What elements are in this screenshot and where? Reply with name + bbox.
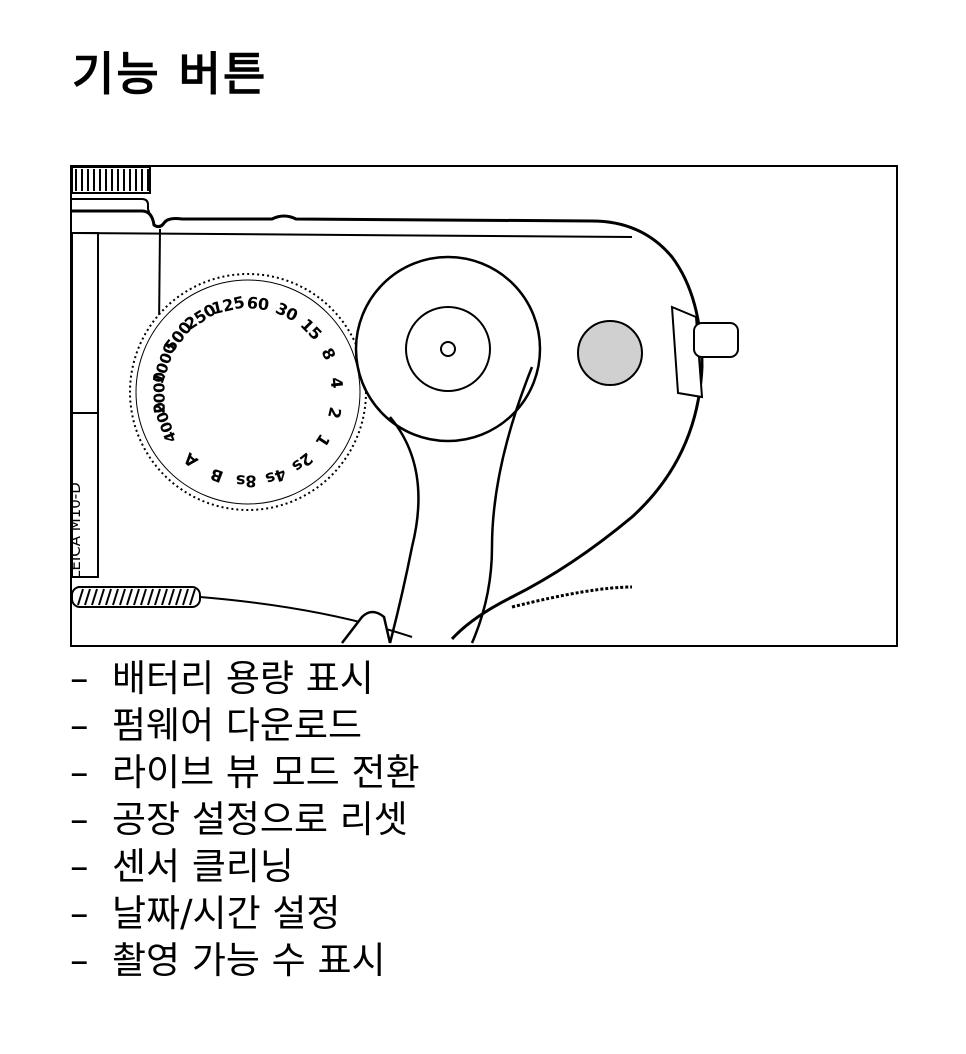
function-button <box>577 320 643 386</box>
list-item: –라이브 뷰 모드 전환 <box>70 749 420 796</box>
dial-label: 2000 <box>150 372 168 414</box>
side-label: LEICA M10-D <box>72 482 84 579</box>
list-item-text: 날짜/시간 설정 <box>112 892 341 935</box>
bullet-dash: – <box>70 939 89 982</box>
dial-label: 2 <box>324 405 345 420</box>
list-item-text: 센서 클리닝 <box>112 845 294 888</box>
strip-ridge <box>119 588 126 606</box>
knurled-knob <box>72 167 151 216</box>
strip-ridge <box>126 588 133 606</box>
bullet-dash: – <box>70 798 89 841</box>
list-item: –촬영 가능 수 표시 <box>70 937 420 984</box>
thumb-support <box>341 255 542 644</box>
dial-label: 8s <box>236 471 257 490</box>
strip-ridge <box>98 588 105 606</box>
bullet-dash: – <box>70 751 89 794</box>
lower-knurled-strip <box>72 586 413 638</box>
lower-right-wheel <box>511 585 633 609</box>
list-item: –날짜/시간 설정 <box>70 890 420 937</box>
list-item: –펌웨어 다운로드 <box>70 702 420 749</box>
list-item-text: 공장 설정으로 리셋 <box>112 798 408 841</box>
strip-ridge <box>140 588 147 606</box>
list-item: –공장 설정으로 리셋 <box>70 796 420 843</box>
strip-ridge <box>161 588 168 606</box>
strip-ridge <box>168 588 175 606</box>
list-item-text: 배터리 용량 표시 <box>112 657 374 700</box>
camera-body-outline <box>72 209 704 641</box>
list-item-text: 펌웨어 다운로드 <box>112 704 363 747</box>
strip-ridge <box>182 588 189 606</box>
bullet-dash: – <box>70 892 89 935</box>
strip-ridge <box>105 588 112 606</box>
strip-ridge <box>147 588 154 606</box>
list-item-text: 라이브 뷰 모드 전환 <box>112 751 420 794</box>
strap-lug <box>670 305 739 399</box>
dial-label: 4 <box>326 376 346 389</box>
bullet-dash: – <box>70 657 89 700</box>
strip-ridge <box>189 588 196 606</box>
strip-ridge <box>133 588 140 606</box>
strip-ridge <box>91 588 98 606</box>
bullet-dash: – <box>70 704 89 747</box>
list-item: –배터리 용량 표시 <box>70 655 420 702</box>
page-title: 기능 버튼 <box>72 47 268 101</box>
strip-ridge <box>154 588 161 606</box>
dial-label: 60 <box>246 293 270 314</box>
list-item-text: 촬영 가능 수 표시 <box>112 939 386 982</box>
bullet-dash: – <box>70 845 89 888</box>
strip-ridge <box>175 588 182 606</box>
strip-ridge <box>77 588 84 606</box>
list-item: –센서 클리닝 <box>70 843 420 890</box>
strip-ridge <box>112 588 119 606</box>
function-list: –배터리 용량 표시 –펌웨어 다운로드 –라이브 뷰 모드 전환 –공장 설정… <box>70 655 420 984</box>
strip-ridge <box>84 588 91 606</box>
